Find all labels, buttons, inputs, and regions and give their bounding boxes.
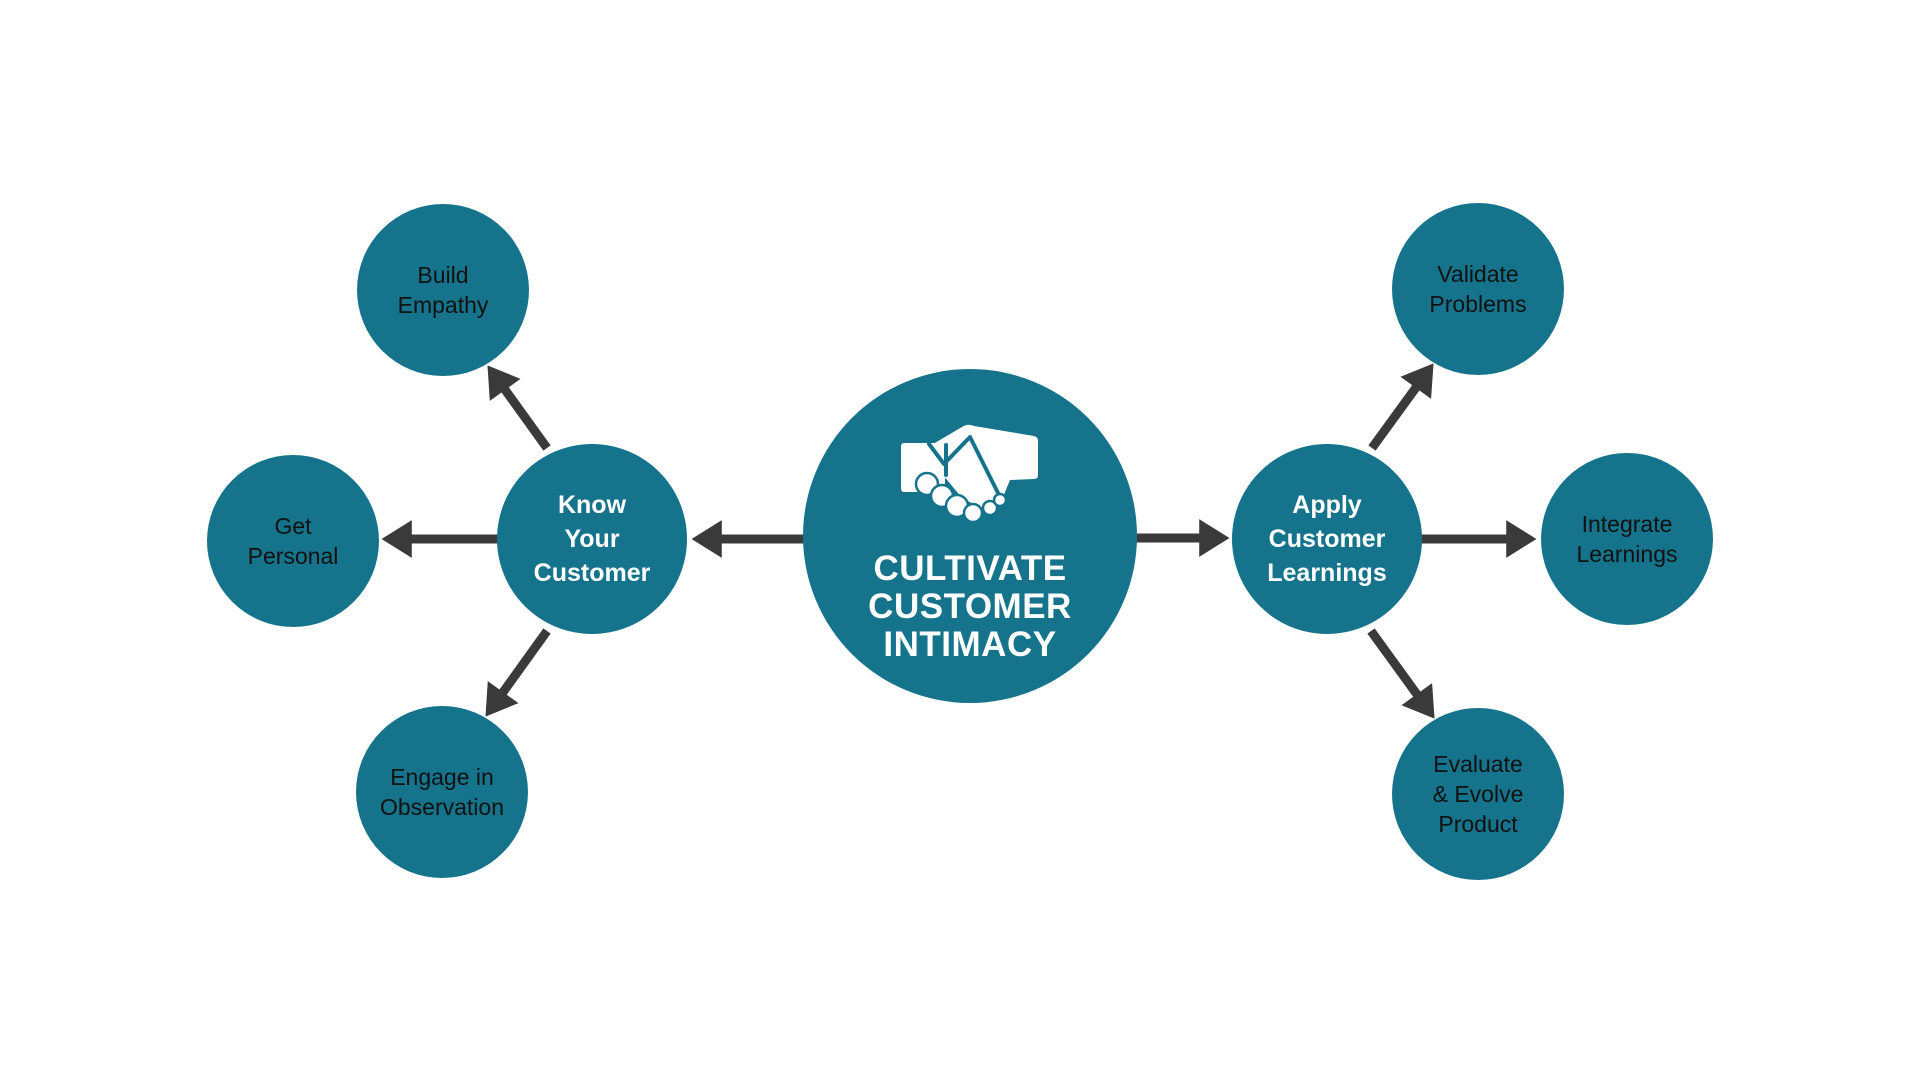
center-node-label: CULTIVATE CUSTOMER INTIMACY xyxy=(868,550,1072,664)
satellite-label-line: & Evolve xyxy=(1432,781,1524,807)
center-label-line: INTIMACY xyxy=(883,625,1057,664)
arrow-know-to-build-empathy xyxy=(487,365,551,451)
satellite-label-line: Evaluate xyxy=(1433,751,1523,777)
apply-customer-learnings-label: Apply Customer Learnings xyxy=(1267,488,1386,590)
node-validate-problems: Validate Problems xyxy=(1392,203,1564,375)
know-your-customer-label: Know Your Customer xyxy=(534,488,651,590)
satellite-label-line: Get xyxy=(274,513,312,539)
hub-label-line: Your xyxy=(564,525,620,553)
center-label-line: CUSTOMER xyxy=(868,587,1072,626)
get-personal-label: Get Personal xyxy=(248,511,339,571)
satellite-label-line: Learnings xyxy=(1576,541,1678,567)
node-cultivate-customer-intimacy: CULTIVATE CUSTOMER INTIMACY xyxy=(803,369,1137,703)
node-evaluate-evolve-product: Evaluate & Evolve Product xyxy=(1392,708,1564,880)
build-empathy-label: Build Empathy xyxy=(398,260,489,320)
engage-in-observation-label: Engage in Observation xyxy=(380,762,504,822)
satellite-label-line: Build xyxy=(417,262,469,288)
satellite-label-line: Validate xyxy=(1437,261,1519,287)
node-know-your-customer: Know Your Customer xyxy=(497,444,687,634)
satellite-label-line: Engage in xyxy=(390,764,494,790)
hub-label-line: Know xyxy=(557,491,627,519)
node-build-empathy: Build Empathy xyxy=(357,204,529,376)
arrow-know-to-engage-in-observation xyxy=(485,628,551,717)
arrow-apply-to-validate-problems xyxy=(1368,363,1434,451)
hub-label-line: Customer xyxy=(533,559,651,587)
hub-label-line: Apply xyxy=(1292,491,1362,519)
satellite-label-line: Product xyxy=(1438,811,1518,837)
satellite-label-line: Empathy xyxy=(397,292,489,318)
integrate-learnings-label: Integrate Learnings xyxy=(1576,509,1677,569)
satellite-label-line: Observation xyxy=(379,794,504,820)
satellite-label-line: Problems xyxy=(1429,291,1527,317)
node-integrate-learnings: Integrate Learnings xyxy=(1541,453,1713,625)
satellite-label-line: Integrate xyxy=(1581,511,1673,537)
node-get-personal: Get Personal xyxy=(207,455,379,627)
node-apply-customer-learnings: Apply Customer Learnings xyxy=(1232,444,1422,634)
handshake-icon xyxy=(900,423,1040,528)
node-engage-in-observation: Engage in Observation xyxy=(356,706,528,878)
center-label-line: CULTIVATE xyxy=(873,549,1067,588)
validate-problems-label: Validate Problems xyxy=(1429,259,1526,319)
hub-label-line: Learnings xyxy=(1267,559,1387,587)
satellite-label-line: Personal xyxy=(247,543,339,569)
evaluate-evolve-product-label: Evaluate & Evolve Product xyxy=(1433,749,1524,839)
hub-label-line: Customer xyxy=(1268,525,1386,553)
arrow-apply-to-evaluate-evolve-product xyxy=(1367,628,1435,719)
